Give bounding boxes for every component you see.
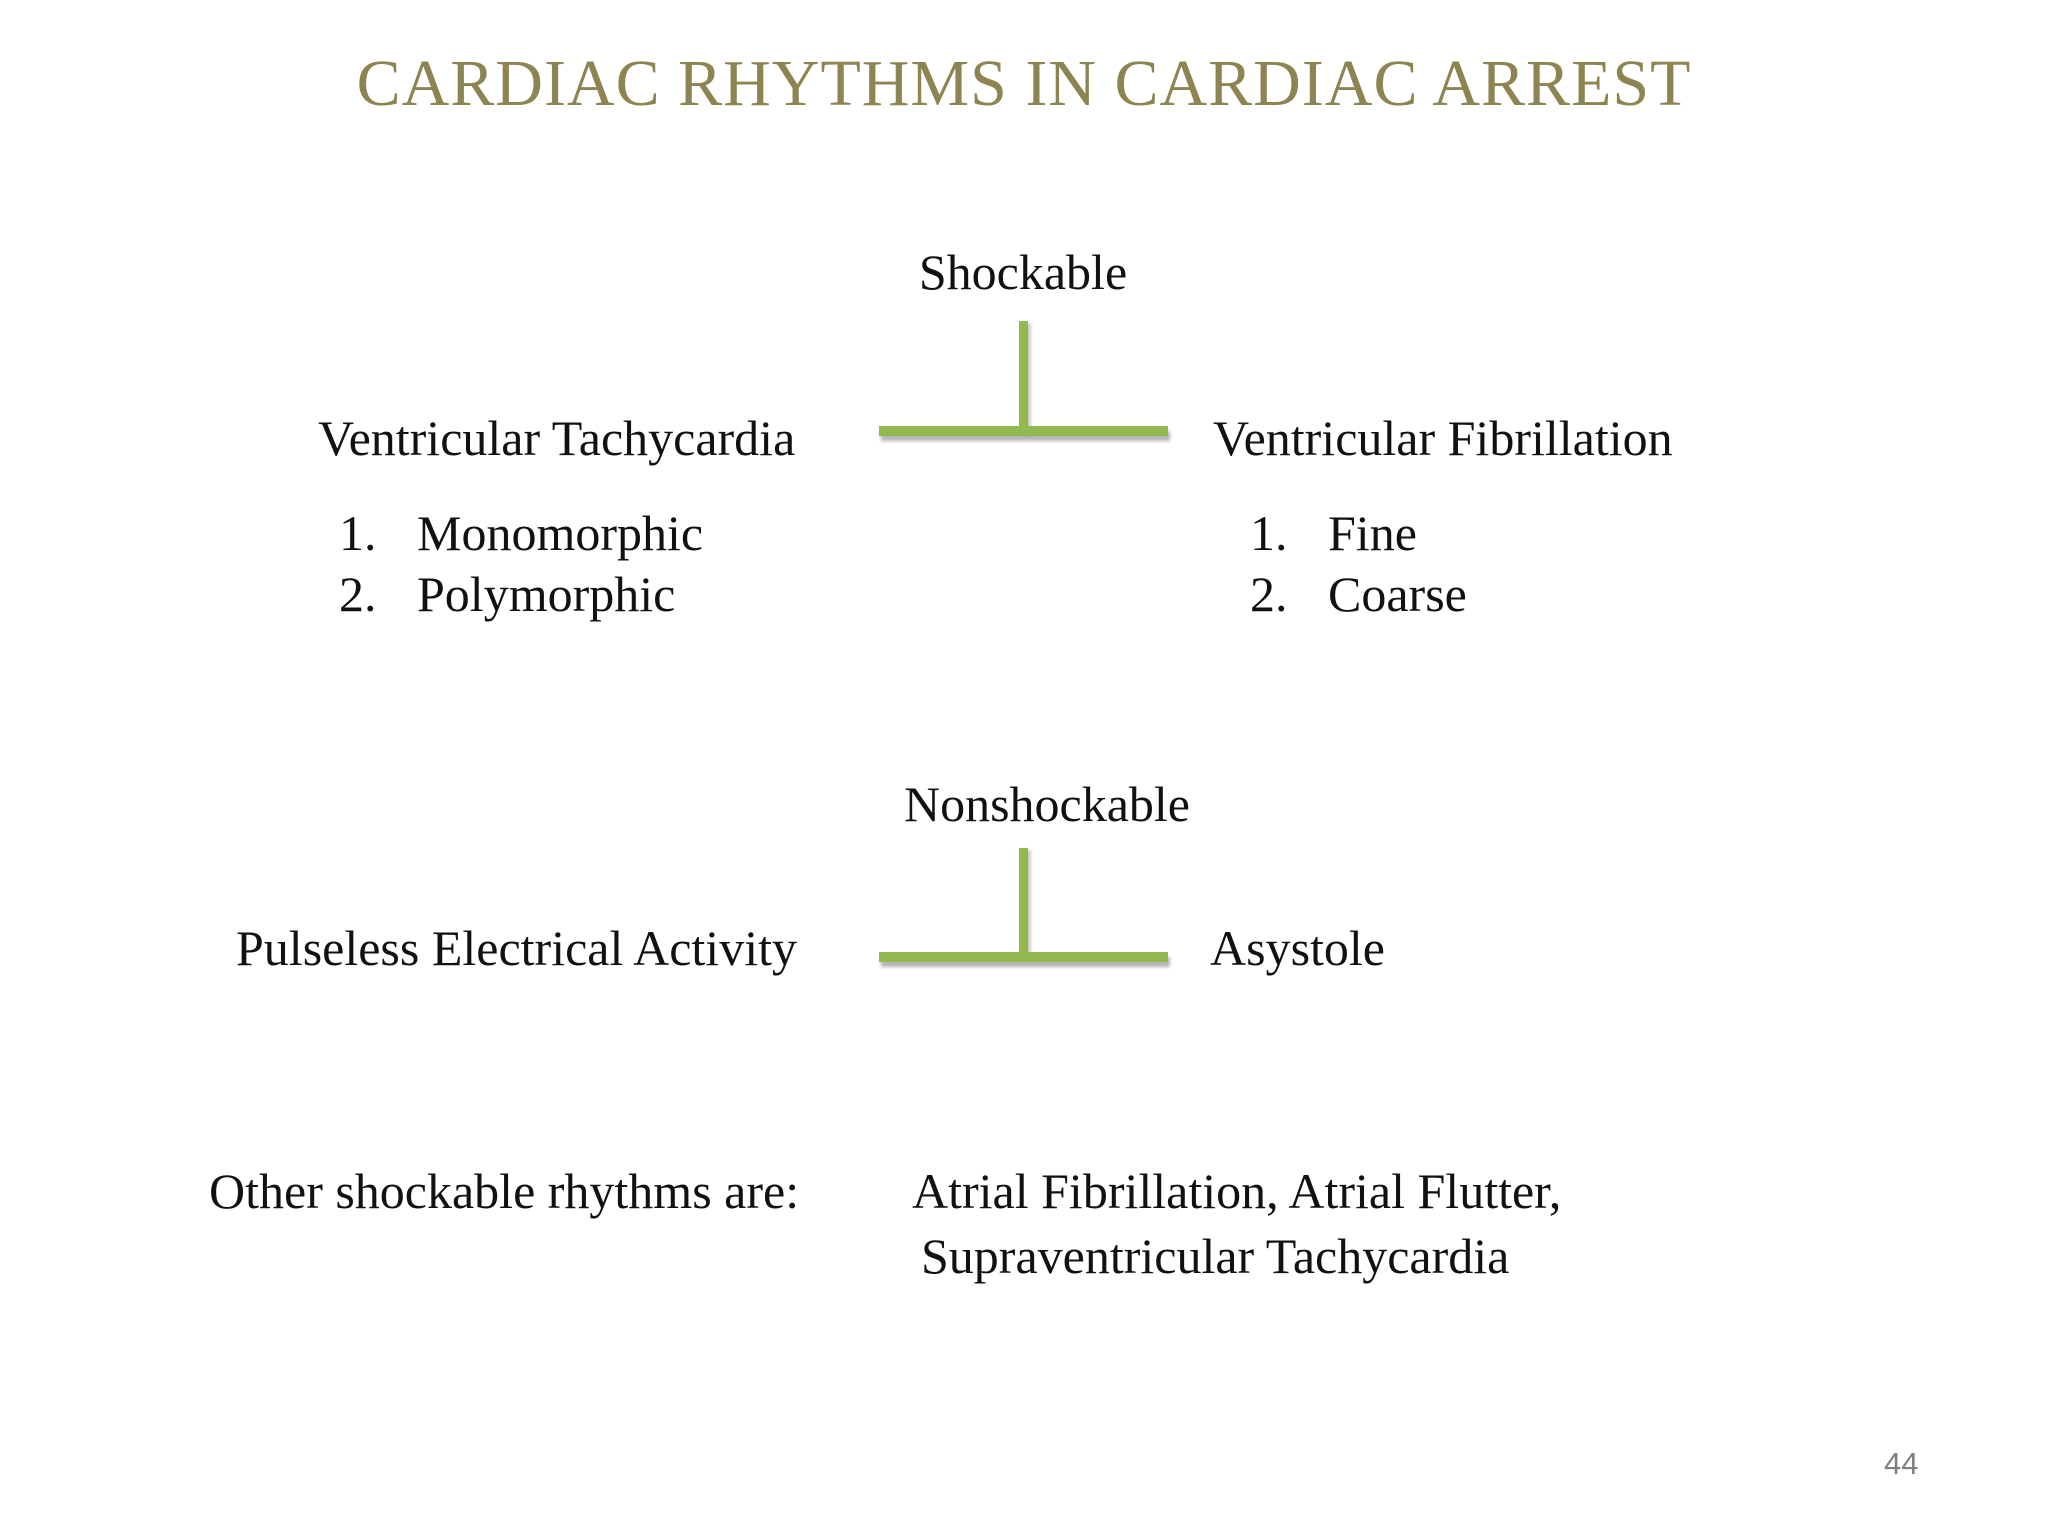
note-intro: Other shockable rhythms are:	[209, 1163, 800, 1219]
vf-item-1-number: 1.	[1250, 505, 1288, 561]
note-line-1: Atrial Fibrillation, Atrial Flutter,	[912, 1163, 1562, 1219]
vt-item-1-text: Monomorphic	[417, 505, 704, 561]
ventricular-fibrillation-label: Ventricular Fibrillation	[1213, 410, 1673, 466]
vf-list-item-1: 1. Fine	[1250, 505, 1417, 563]
nonshockable-connector-vertical	[1019, 848, 1028, 956]
page-number: 44	[1884, 1446, 1919, 1481]
slide-title: CARDIAC RHYTHMS IN CARDIAC ARREST	[356, 47, 1692, 120]
vf-item-2-number: 2.	[1250, 566, 1288, 622]
vt-item-2-number: 2.	[339, 566, 377, 622]
shockable-label: Shockable	[918, 244, 1128, 300]
asystole-label: Asystole	[1210, 920, 1385, 976]
vt-list-item-2: 2. Polymorphic	[339, 566, 675, 624]
vt-item-1-number: 1.	[339, 505, 377, 561]
note-line-2: Supraventricular Tachycardia	[921, 1228, 1510, 1284]
vf-item-1-text: Fine	[1328, 505, 1417, 561]
vf-item-2-text: Coarse	[1328, 566, 1467, 622]
pulseless-electrical-activity-label: Pulseless Electrical Activity	[236, 920, 797, 976]
vt-item-2-text: Polymorphic	[417, 566, 676, 622]
vt-list-item-1: 1. Monomorphic	[339, 505, 703, 563]
shockable-connector-vertical	[1019, 321, 1028, 433]
ventricular-tachycardia-label: Ventricular Tachycardia	[318, 410, 796, 466]
nonshockable-label: Nonshockable	[903, 776, 1191, 832]
vf-list-item-2: 2. Coarse	[1250, 566, 1467, 624]
nonshockable-connector-horizontal	[879, 952, 1168, 962]
shockable-connector-horizontal	[879, 426, 1168, 436]
